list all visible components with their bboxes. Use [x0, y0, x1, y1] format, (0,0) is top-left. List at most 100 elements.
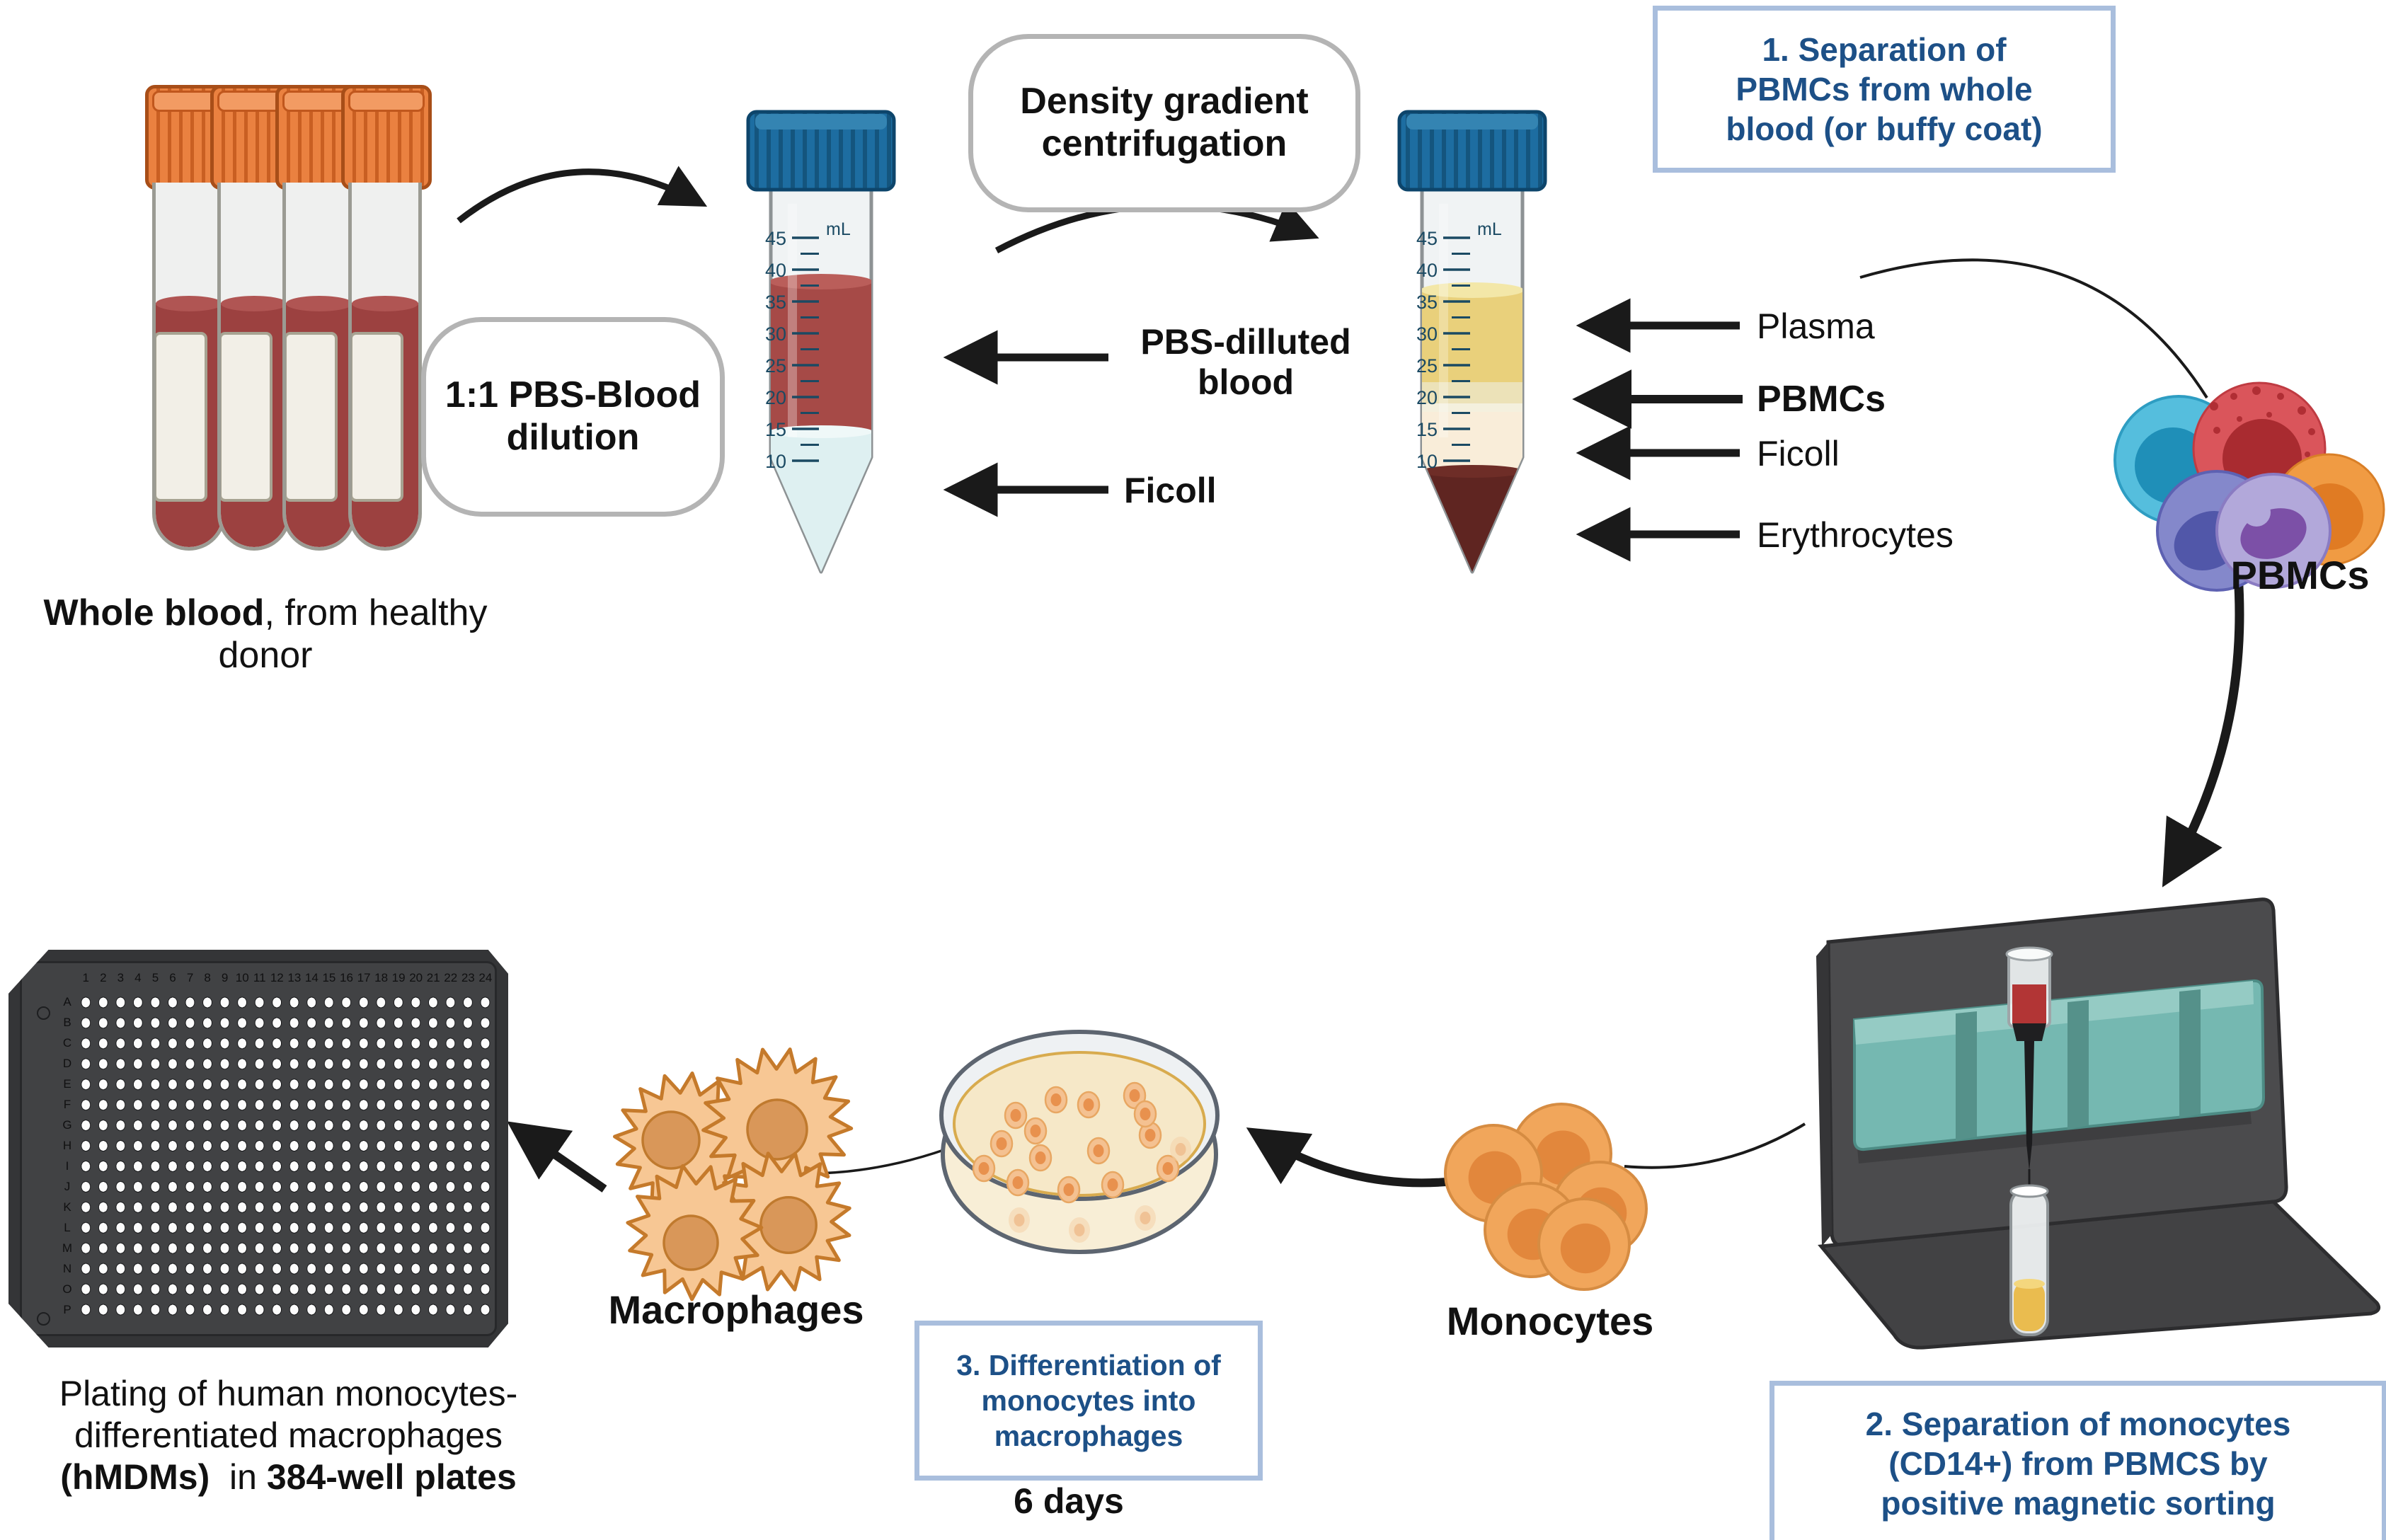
- ficoll-label-tube2: Ficoll: [1757, 434, 1840, 473]
- tube2-plasma-layer: [1422, 290, 1522, 382]
- tick-label: 30: [1416, 323, 1438, 345]
- tube1-blood-layer: [771, 282, 871, 432]
- tick-label: 20: [765, 387, 786, 408]
- petri-cell-nucleus: [1129, 1089, 1140, 1102]
- petri-cell-nucleus: [996, 1137, 1007, 1150]
- whole-blood-caption-rest: , from healthy: [264, 592, 488, 633]
- petri-cell-nucleus: [1050, 1093, 1062, 1106]
- petri-cell-nucleus: [1162, 1162, 1174, 1175]
- macrophage-nucleus: [641, 1110, 701, 1170]
- plate-col-label: 13: [287, 971, 302, 984]
- tube2-ficoll-layer: [1422, 412, 1522, 471]
- dish-cells: [972, 1081, 1191, 1243]
- eluate-surface: [2014, 1279, 2045, 1289]
- plate-col-label: 11: [253, 971, 266, 984]
- plate-col-label: 10: [235, 971, 249, 984]
- plate-col-label: 21: [426, 971, 440, 984]
- plating-caption-line2: differentiated macrophages: [74, 1415, 503, 1455]
- monocyte-nucleus: [1560, 1223, 1611, 1274]
- tube1-cap: [746, 110, 896, 192]
- plating-caption-mid: in: [210, 1457, 267, 1497]
- tube-cap-orange: [341, 85, 432, 190]
- macrophage-nucleus: [746, 1098, 808, 1161]
- granulocyte-dot: [2308, 428, 2315, 435]
- plating-caption-line1: Plating of human monocytes-: [59, 1374, 518, 1413]
- sorter-panel-edge: [1816, 942, 1832, 1246]
- plate-alignment-hole: [37, 1312, 50, 1326]
- column-needle: [2024, 1041, 2034, 1171]
- plate-col-label: 16: [340, 971, 353, 984]
- tick-label: 15: [765, 419, 786, 440]
- tick-label: 45: [765, 228, 786, 249]
- plate-row-label: I: [65, 1159, 69, 1173]
- plate-col-label: 12: [270, 971, 284, 984]
- tube2-plasma-surface: [1422, 282, 1522, 298]
- granulocyte-dot: [2252, 386, 2261, 395]
- plate-col-label: 6: [169, 971, 176, 984]
- plate-col-label: 14: [304, 971, 319, 984]
- column-blood-sample: [2012, 984, 2046, 1023]
- tick-label: 10: [1416, 451, 1438, 472]
- tube2-cap: [1397, 110, 1547, 192]
- petri-cell-nucleus: [1145, 1129, 1156, 1142]
- petri-cell-nucleus: [1010, 1109, 1021, 1122]
- pbs-diluted-label: PBS-dilluted blood: [1140, 322, 1351, 402]
- granulocyte-dot: [2230, 393, 2237, 400]
- dilution-bubble: 1:1 PBS-Blood dilution: [421, 317, 725, 517]
- granulocyte-dots: [2210, 386, 2315, 457]
- whole-blood-caption-line2: donor: [218, 635, 313, 676]
- whole-blood-caption-bold: Whole blood: [43, 592, 265, 633]
- plate-col-label: 19: [391, 971, 406, 984]
- step1-box: 1. Separation of PBMCs from whole blood …: [1653, 6, 2116, 173]
- tick-label: 40: [1416, 260, 1438, 281]
- tube2-cap-top: [1406, 114, 1538, 130]
- plate-col-label: 20: [409, 971, 423, 984]
- granulocyte-dot: [2266, 412, 2272, 418]
- magnetic-sorter: [1816, 897, 2381, 1350]
- plate-row-label: P: [63, 1302, 71, 1316]
- plating-caption: Plating of human monocytes- differentiat…: [0, 1373, 577, 1498]
- collection-tube-eluate: [2014, 1282, 2045, 1331]
- tick-label: 35: [1416, 292, 1438, 313]
- macrophage-nucleus: [663, 1214, 719, 1271]
- step3-box: 3. Differentiation of monocytes into mac…: [914, 1321, 1263, 1481]
- tick-label: 20: [1416, 387, 1438, 408]
- tube2-highlight: [1439, 204, 1448, 437]
- tube2-erythrocyte-surface: [1422, 465, 1522, 478]
- plate-row-label: C: [62, 1036, 72, 1050]
- plate-col-label: 8: [204, 971, 211, 984]
- plating-caption-hmdms: (hMDMs): [60, 1457, 210, 1497]
- monocyte-cluster: [1444, 1103, 1648, 1291]
- plate-col-label: 5: [151, 971, 159, 984]
- plate-row-label: A: [63, 995, 71, 1009]
- magnet-top-face: [1854, 981, 2254, 1045]
- granulocyte-dot: [2213, 427, 2220, 434]
- lymphocyte-lavender-nucleus-notch: [2242, 498, 2271, 527]
- plate-col-label: 3: [117, 971, 125, 984]
- column-rim: [2005, 946, 2053, 962]
- tick-label: 30: [765, 323, 786, 345]
- plate-col-label: 24: [478, 971, 493, 984]
- macrophage-cluster: [613, 1047, 854, 1301]
- plate-row-label: L: [64, 1220, 71, 1234]
- tube2-pbmc-band: [1422, 382, 1522, 403]
- collection-tube-rim: [2009, 1184, 2049, 1198]
- erythrocytes-label: Erythrocytes: [1757, 515, 1954, 555]
- tube-label-sticker: [286, 332, 338, 502]
- plate-col-label: 4: [134, 971, 142, 984]
- duration-label: 6 days: [1014, 1481, 1124, 1521]
- plate-row-label: H: [62, 1139, 72, 1153]
- pbmc-layer-label: PBMCs: [1757, 379, 1886, 420]
- plate-row-label: N: [62, 1261, 72, 1275]
- tube-label-sticker: [221, 332, 273, 502]
- tick-label: 45: [1416, 228, 1438, 249]
- curve-sorter-to-monocytes: [1624, 1122, 1806, 1169]
- petri-cell-faded-nucleus: [1175, 1143, 1186, 1156]
- granulocyte-dot: [2305, 452, 2310, 457]
- plate-col-label: 23: [461, 971, 475, 984]
- tube-label-sticker: [352, 332, 403, 502]
- magnet-slot: [2179, 989, 2201, 1118]
